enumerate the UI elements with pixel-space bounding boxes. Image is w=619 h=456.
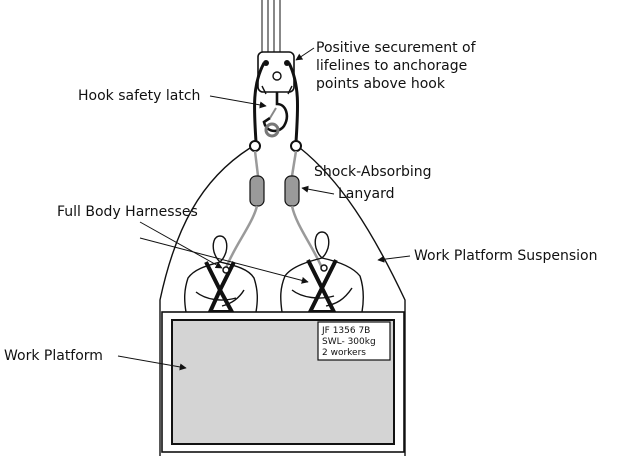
label-hook-latch: Hook safety latch bbox=[78, 88, 200, 104]
lifeline-left bbox=[252, 62, 266, 143]
arrow-harness-left bbox=[139, 221, 223, 269]
label-lanyard-line-2: Lanyard bbox=[338, 186, 395, 202]
label-platform: Work Platform bbox=[4, 348, 103, 364]
label-lanyard-line-1: Shock-Absorbing bbox=[314, 164, 432, 180]
shock-absorbing-lanyards bbox=[224, 150, 324, 269]
worker-left bbox=[183, 235, 259, 314]
ring-left bbox=[249, 140, 261, 152]
plate-line-1: JF 1356 7B bbox=[321, 326, 370, 336]
lifeline-right bbox=[287, 62, 300, 143]
platform-suspension-outline bbox=[159, 147, 406, 456]
work-platform: JF 1356 7B SWL- 300kg 2 workers bbox=[161, 311, 405, 453]
arrow-suspension bbox=[377, 255, 411, 263]
label-suspension: Work Platform Suspension bbox=[414, 248, 597, 264]
label-harnesses: Full Body Harnesses bbox=[57, 204, 198, 220]
harness-left bbox=[204, 261, 236, 295]
arrow-lanyard bbox=[301, 185, 335, 195]
arrow-harness-right bbox=[139, 237, 309, 284]
ring-right bbox=[290, 140, 302, 152]
arrow-hook-latch bbox=[209, 95, 267, 109]
label-anchorage-line-1: Positive securement of bbox=[316, 40, 477, 56]
label-anchorage-line-3: points above hook bbox=[316, 76, 446, 92]
arrow-anchorage bbox=[295, 47, 315, 61]
plate-line-2: SWL- 300kg bbox=[322, 337, 376, 347]
hook-block bbox=[257, 51, 295, 95]
crane-cables bbox=[261, 0, 281, 52]
hook bbox=[262, 92, 289, 138]
arrow-platform bbox=[117, 355, 187, 371]
label-anchorage-line-2: lifelines to anchorage bbox=[316, 58, 467, 74]
plate-line-3: 2 workers bbox=[322, 348, 366, 358]
worker-right bbox=[280, 231, 365, 314]
hook-safety-latch bbox=[269, 107, 277, 119]
load-plate bbox=[317, 321, 391, 361]
